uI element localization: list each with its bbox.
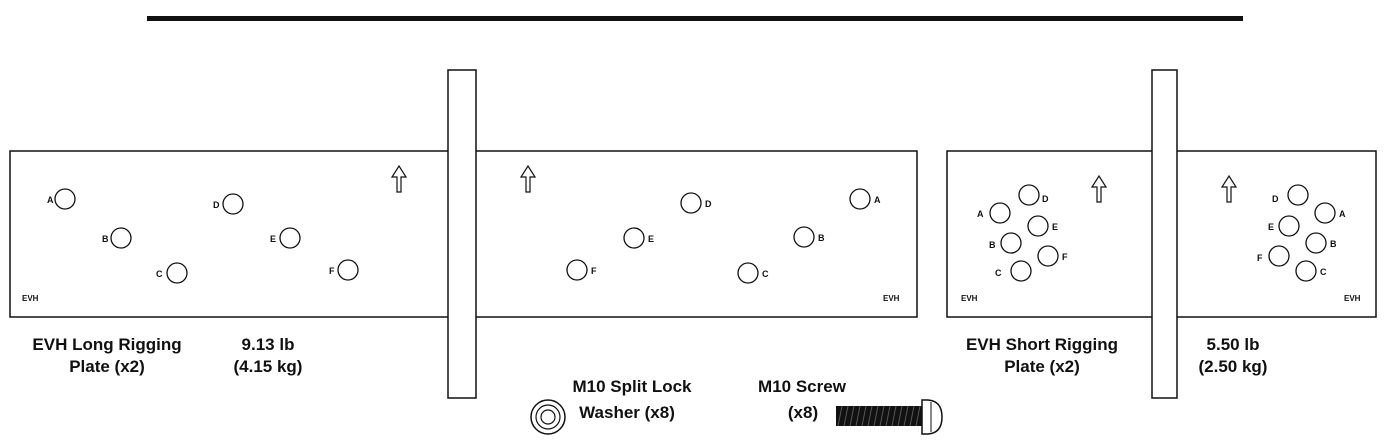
hole-label: A xyxy=(1339,209,1346,219)
evh-tag: EVH xyxy=(1344,294,1361,303)
hole-label: B xyxy=(102,234,109,244)
hole xyxy=(279,227,301,249)
hole xyxy=(337,259,359,281)
hole xyxy=(680,192,702,214)
washer-label-line1: M10 Split Lock xyxy=(572,377,692,396)
hole xyxy=(110,227,132,249)
hole xyxy=(166,262,188,284)
long-plate-weight-lb: 9.13 lb xyxy=(242,335,295,354)
hole xyxy=(566,259,588,281)
hole-label: A xyxy=(977,209,984,219)
up-arrow-icon xyxy=(519,164,537,193)
hole xyxy=(1287,184,1309,206)
short-plate-name-line2: Plate (x2) xyxy=(1004,357,1080,376)
hole-label: D xyxy=(1272,194,1279,204)
hole-label: C xyxy=(1320,267,1327,277)
hole-label: D xyxy=(705,199,712,209)
hole-label: A xyxy=(874,195,881,205)
evh-tag: EVH xyxy=(22,294,39,303)
short-plate-right-holes: D A E B F C xyxy=(1257,184,1346,282)
m10-screw-icon xyxy=(836,399,943,435)
hole-label: D xyxy=(213,200,220,210)
long-plate-right-holes: F E D C B A xyxy=(566,188,881,284)
evh-tag: EVH xyxy=(961,294,978,303)
short-plate-post xyxy=(1151,69,1178,399)
hole-label: F xyxy=(329,266,335,276)
hole xyxy=(623,227,645,249)
hole-label: E xyxy=(270,234,276,244)
hole-label: F xyxy=(1257,253,1263,263)
hole xyxy=(1295,260,1317,282)
hole xyxy=(1010,260,1032,282)
hole-label: B xyxy=(989,240,996,250)
long-plate-post xyxy=(447,69,477,399)
hole xyxy=(1000,232,1022,254)
hole-label: E xyxy=(1268,222,1274,232)
hole xyxy=(1268,245,1290,267)
hole-label: A xyxy=(47,195,54,205)
screw-head xyxy=(921,399,943,435)
screw-thread-texture xyxy=(837,405,921,427)
hole xyxy=(793,226,815,248)
hole xyxy=(1027,215,1049,237)
hole-label: F xyxy=(1062,252,1068,262)
hole-label: C xyxy=(762,269,769,279)
hole xyxy=(1305,232,1327,254)
long-plate-name-line1: EVH Long Rigging xyxy=(32,335,181,354)
split-lock-washer xyxy=(530,399,566,435)
up-arrow-icon xyxy=(1090,174,1108,203)
up-arrow-icon xyxy=(390,164,408,193)
hole-label: B xyxy=(818,233,825,243)
screw-label-line1: M10 Screw xyxy=(758,377,847,396)
hole xyxy=(989,202,1011,224)
short-plate-left-holes: A D E B F C xyxy=(977,184,1068,282)
hole-label: C xyxy=(995,268,1002,278)
hole xyxy=(737,262,759,284)
hole xyxy=(1278,215,1300,237)
hole-label: E xyxy=(648,234,654,244)
long-plate-weight-kg: (4.15 kg) xyxy=(234,357,303,376)
long-plate-name-line2: Plate (x2) xyxy=(69,357,145,376)
hole xyxy=(1018,184,1040,206)
hole xyxy=(1037,245,1059,267)
short-plate-weight-kg: (2.50 kg) xyxy=(1199,357,1268,376)
top-rule xyxy=(147,16,1243,21)
hole xyxy=(1314,202,1336,224)
long-plate-left-holes: A B C D E F xyxy=(47,188,359,284)
washer-mid-icon xyxy=(535,404,561,430)
washer-inner-icon xyxy=(540,409,556,425)
hole-label: B xyxy=(1330,239,1337,249)
up-arrow-icon xyxy=(1220,174,1238,203)
hole xyxy=(849,188,871,210)
hole-label: F xyxy=(591,266,597,276)
short-plate-weight-lb: 5.50 lb xyxy=(1207,335,1260,354)
screw-shaft xyxy=(836,406,922,426)
screw-label-line2: (x8) xyxy=(788,403,818,422)
short-plate-name-line1: EVH Short Rigging xyxy=(966,335,1118,354)
hole xyxy=(222,193,244,215)
evh-tag: EVH xyxy=(883,294,900,303)
hole xyxy=(54,188,76,210)
washer-label-line2: Washer (x8) xyxy=(579,403,675,422)
hole-label: E xyxy=(1052,222,1058,232)
hole-label: D xyxy=(1042,194,1049,204)
hole-label: C xyxy=(156,269,163,279)
